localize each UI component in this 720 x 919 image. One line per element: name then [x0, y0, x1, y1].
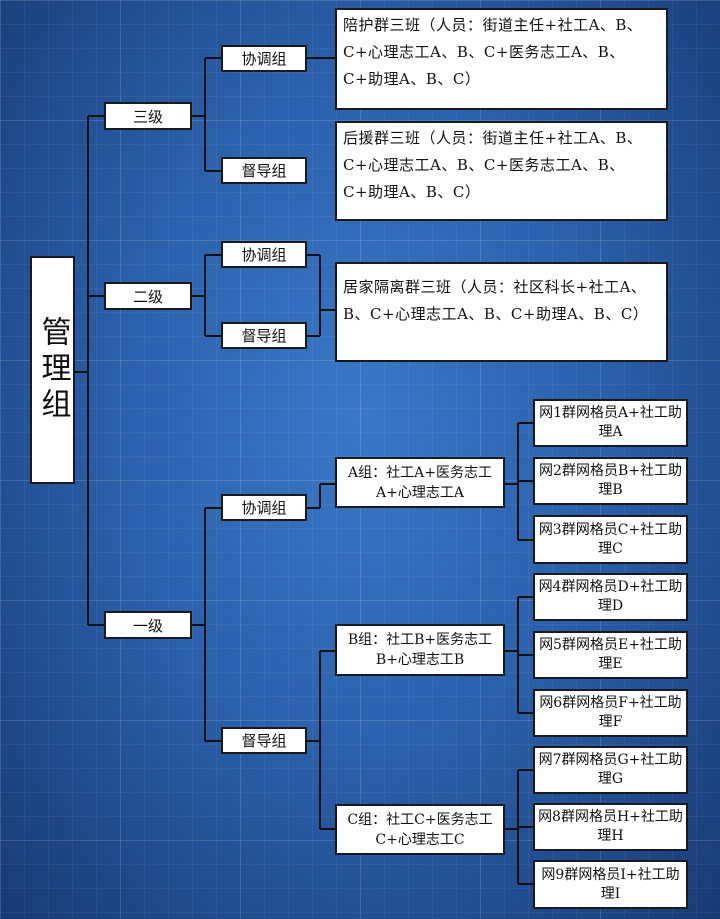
connector-group-c: [505, 769, 533, 885]
grid-group-6: 网6群网格员F+社工助理F: [533, 689, 688, 737]
connector-level3: [192, 57, 335, 172]
connector-level1-supervise: [307, 650, 335, 830]
level2-supervision-box: 督导组: [221, 322, 307, 349]
level3-note-backup: 后援群三班（人员：街道主任+社工A、B、C+心理志工A、B、C+医务志工A、B、…: [335, 121, 668, 221]
subgroup-a: A组：社工A+医务志工A+心理志工A: [335, 457, 505, 508]
connector-level2: [192, 254, 335, 337]
grid-group-4: 网4群网格员D+社工助理D: [533, 573, 688, 621]
connector-level1: [192, 507, 221, 742]
level-3-box: 三级: [104, 102, 192, 130]
level2-coordination-box: 协调组: [221, 241, 307, 268]
connector-group-b: [505, 596, 533, 714]
level-2-box: 二级: [104, 282, 192, 310]
grid-group-7: 网7群网格员G+社工助理G: [533, 746, 688, 794]
root-management-group: 管理组: [30, 256, 75, 484]
level-1-box: 一级: [104, 611, 192, 639]
level1-supervision-box: 督导组: [221, 727, 307, 754]
level1-coordination-box: 协调组: [221, 494, 307, 521]
level2-note-home-isolation: 居家隔离群三班（人员：社区科长+社工A、B、C+心理志工A、B、C+助理A、B、…: [335, 262, 668, 362]
connector-level1-coord: [307, 483, 335, 509]
level3-note-escort: 陪护群三班（人员：街道主任+社工A、B、C+心理志工A、B、C+医务志工A、B、…: [335, 8, 668, 110]
level3-coordination-box: 协调组: [221, 45, 307, 72]
subgroup-b: B组：社工B+医务志工B+心理志工B: [335, 624, 505, 676]
grid-group-5: 网5群网格员E+社工助理E: [533, 631, 688, 679]
level3-supervision-box: 督导组: [221, 157, 307, 184]
grid-group-3: 网3群网格员C+社工助理C: [533, 515, 688, 564]
grid-group-9: 网9群网格员I+社工助理I: [533, 860, 688, 909]
connector-root: [75, 115, 104, 626]
grid-group-1: 网1群网格员A+社工助理A: [533, 399, 688, 447]
connector-group-a: [505, 422, 533, 541]
grid-group-2: 网2群网格员B+社工助理B: [533, 457, 688, 505]
grid-group-8: 网8群网格员H+社工助理H: [533, 803, 688, 851]
subgroup-c: C组：社工C+医务志工C+心理志工C: [335, 804, 505, 855]
